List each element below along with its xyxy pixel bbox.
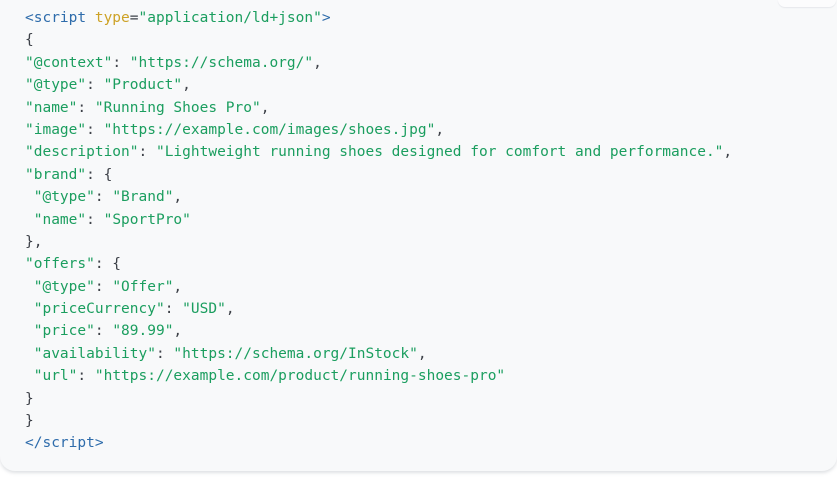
code-line: }, bbox=[25, 231, 827, 253]
code-token-string: "@type" bbox=[33, 189, 95, 206]
code-line: "@type": "Product", bbox=[25, 74, 827, 96]
code-token-punct: , bbox=[435, 121, 445, 138]
code-token-string: "https://example.com/product/running-sho… bbox=[94, 368, 506, 385]
code-line: "@context": "https://schema.org/", bbox=[25, 52, 827, 74]
code-token-string: "https://example.com/images/shoes.jpg" bbox=[103, 121, 436, 138]
code-token-string: "SportPro" bbox=[103, 211, 191, 228]
code-token-punct: } bbox=[25, 390, 34, 407]
code-token-string: "Offer" bbox=[112, 278, 174, 295]
code-line: "description": "Lightweight running shoe… bbox=[25, 141, 827, 163]
code-token-string: "@context" bbox=[25, 54, 113, 71]
code-line: "name": "SportPro" bbox=[25, 209, 827, 231]
code-token-punct: : bbox=[86, 211, 104, 228]
code-token-string: "application/ld+json" bbox=[138, 10, 322, 26]
code-line: "availability": "https://schema.org/InSt… bbox=[25, 343, 827, 365]
code-token-string: "brand" bbox=[25, 166, 87, 183]
code-line: } bbox=[25, 410, 827, 432]
code-line: "priceCurrency": "USD", bbox=[25, 298, 827, 320]
code-line: </script> bbox=[25, 432, 827, 454]
code-line: "image": "https://example.com/images/sho… bbox=[25, 119, 827, 141]
code-token-punct: : bbox=[155, 345, 174, 362]
code-token-punct: , bbox=[313, 54, 322, 71]
code-token-string: "https://schema.org/" bbox=[129, 54, 314, 71]
code-token-tag: </script> bbox=[25, 435, 104, 452]
code-token-plain bbox=[86, 10, 95, 26]
code-line: "price": "89.99", bbox=[25, 320, 827, 342]
code-token-punct bbox=[25, 323, 34, 339]
code-token-punct: : { bbox=[86, 166, 113, 183]
code-line: "url": "https://example.com/product/runn… bbox=[25, 365, 827, 387]
code-line: "@type": "Brand", bbox=[25, 186, 827, 208]
code-token-punct: : bbox=[94, 323, 113, 340]
code-token-punct: { bbox=[25, 32, 34, 49]
code-token-punct: , bbox=[173, 323, 183, 340]
code-token-punct: : bbox=[77, 368, 95, 385]
code-token-tag: > bbox=[321, 10, 331, 26]
code-token-string: "@type" bbox=[25, 77, 87, 94]
code-token-punct: , bbox=[182, 77, 191, 94]
code-line: "@type": "Offer", bbox=[25, 276, 827, 298]
code-token-string: "name" bbox=[33, 211, 87, 228]
code-token-punct: , bbox=[173, 278, 183, 295]
code-line: "offers": { bbox=[25, 253, 827, 275]
code-token-punct: }, bbox=[25, 233, 43, 250]
code-token-string: "Lightweight running shoes designed for … bbox=[155, 144, 724, 161]
code-token-string: "description" bbox=[25, 144, 139, 161]
code-token-punct: , bbox=[417, 345, 427, 362]
code-token-punct: , bbox=[225, 301, 235, 318]
code-token-punct bbox=[25, 346, 34, 362]
code-line: "name": "Running Shoes Pro", bbox=[25, 97, 827, 119]
code-token-string: "https://schema.org/InStock" bbox=[173, 345, 418, 362]
code-token-punct: : bbox=[112, 54, 130, 71]
code-token-string: "Brand" bbox=[112, 189, 174, 206]
code-token-punct: : bbox=[86, 77, 104, 94]
code-token-punct: = bbox=[129, 10, 139, 26]
code-token-punct: : bbox=[94, 278, 113, 295]
code-token-tag: <script bbox=[25, 10, 87, 26]
code-token-punct bbox=[25, 279, 34, 295]
code-token-attr: type bbox=[94, 10, 130, 26]
code-token-string: "url" bbox=[33, 368, 78, 385]
code-block: <script type="application/ld+json"> { "@co… bbox=[25, 7, 827, 455]
code-token-punct bbox=[25, 368, 34, 384]
code-token-punct: : bbox=[86, 121, 104, 138]
code-token-string: "priceCurrency" bbox=[33, 301, 165, 318]
code-token-string: "availability" bbox=[33, 345, 156, 362]
code-token-string: "89.99" bbox=[112, 323, 174, 340]
code-token-string: "Product" bbox=[103, 77, 183, 94]
code-token-punct: : bbox=[164, 301, 183, 318]
code-line: <script type="application/ld+json"> bbox=[25, 7, 827, 29]
code-token-string: "@type" bbox=[33, 278, 95, 295]
code-token-string: "image" bbox=[25, 121, 87, 138]
code-line: } bbox=[25, 388, 827, 410]
code-token-punct: : bbox=[77, 99, 95, 116]
code-token-string: "Running Shoes Pro" bbox=[94, 99, 261, 116]
code-token-punct: } bbox=[25, 413, 34, 430]
code-line: "brand": { bbox=[25, 164, 827, 186]
code-token-punct: , bbox=[723, 144, 733, 161]
code-token-punct bbox=[25, 212, 34, 228]
code-token-string: "price" bbox=[33, 323, 95, 340]
cropped-element-artifact bbox=[778, 0, 836, 7]
code-token-punct bbox=[25, 301, 34, 317]
code-token-punct: : { bbox=[94, 256, 122, 273]
code-token-string: "name" bbox=[25, 99, 78, 116]
code-token-punct bbox=[25, 189, 34, 205]
code-token-string: "offers" bbox=[25, 256, 95, 273]
code-token-punct: : bbox=[94, 189, 113, 206]
code-token-string: "USD" bbox=[182, 301, 226, 318]
code-token-punct: , bbox=[260, 99, 270, 116]
code-line: { bbox=[25, 29, 827, 51]
code-token-punct: : bbox=[138, 144, 156, 161]
code-token-punct: , bbox=[173, 189, 183, 206]
